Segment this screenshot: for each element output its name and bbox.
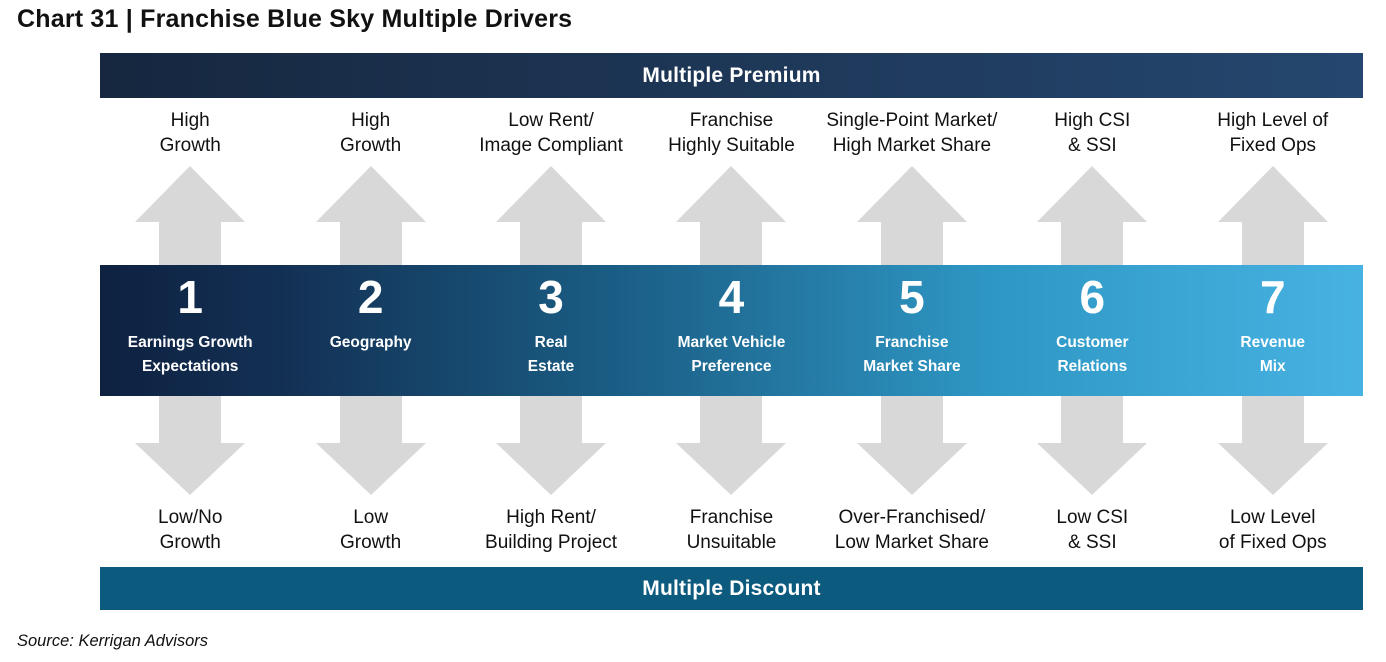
driver-name: Real Estate [527, 334, 575, 375]
driver-number: 7 [1259, 271, 1286, 323]
discount-label-text: Low/No Growth [158, 507, 223, 553]
premium-label: Franchise Highly Suitable [641, 100, 821, 166]
discount-label-text: Franchise Unsuitable [686, 507, 777, 553]
source-note: Source: Kerrigan Advisors [17, 632, 209, 650]
discount-label-text: Over-Franchised/ Low Market Share [834, 507, 989, 553]
discount-label: Over-Franchised/ Low Market Share [822, 497, 1002, 563]
premium-label-text: High Growth [159, 110, 221, 156]
arrow-cell [280, 166, 460, 265]
premium-label: High Growth [280, 100, 460, 166]
arrow-cell [461, 166, 641, 265]
discount-label-text: Low Growth [340, 507, 402, 553]
premium-label: Single-Point Market/ High Market Share [822, 100, 1002, 166]
premium-label-text: Single-Point Market/ High Market Share [826, 110, 998, 156]
up-arrows-row [100, 166, 1363, 265]
discount-label: Low Growth [280, 497, 460, 563]
down-arrow-icon [1037, 396, 1148, 495]
discount-label-text: High Rent/ Building Project [485, 507, 618, 553]
driver-number: 2 [357, 271, 384, 323]
driver-number: 5 [899, 271, 925, 323]
up-arrow-icon [1217, 166, 1328, 265]
driver-number: 4 [718, 271, 745, 323]
down-arrows-row [100, 396, 1363, 495]
down-arrow-icon [1217, 396, 1328, 495]
premium-label: High Level of Fixed Ops [1183, 100, 1363, 166]
driver-name: Customer Relations [1056, 334, 1129, 375]
arrow-cell [641, 396, 821, 495]
premium-label-text: High Growth [340, 110, 402, 156]
discount-label-text: Low CSI & SSI [1056, 507, 1129, 553]
driver-name: Franchise Market Share [863, 334, 961, 375]
discount-label: Franchise Unsuitable [641, 497, 821, 563]
premium-label-text: High CSI & SSI [1054, 110, 1131, 156]
arrow-cell [641, 166, 821, 265]
up-arrow-icon [676, 166, 787, 265]
multiple-discount-label: Multiple Discount [642, 576, 821, 600]
down-arrow-icon [676, 396, 787, 495]
down-arrow-icon [135, 396, 246, 495]
discount-label-text: Low Level of Fixed Ops [1218, 507, 1327, 553]
discount-label: Low Level of Fixed Ops [1183, 497, 1363, 563]
multiple-premium-label: Multiple Premium [642, 63, 821, 87]
premium-labels-row: High Growth High Growth Low Rent/ Image … [100, 100, 1363, 166]
premium-label-text: Franchise Highly Suitable [668, 110, 795, 156]
arrow-cell [461, 396, 641, 495]
driver-name: Revenue Mix [1240, 334, 1306, 375]
arrow-cell [100, 396, 280, 495]
premium-label-text: Low Rent/ Image Compliant [479, 110, 623, 156]
up-arrow-icon [315, 166, 426, 265]
arrow-cell [822, 166, 1002, 265]
multiple-discount-banner: Multiple Discount [100, 567, 1363, 610]
driver-number: 3 [538, 271, 564, 323]
discount-label: Low/No Growth [100, 497, 280, 563]
arrow-cell [822, 396, 1002, 495]
driver-name: Earnings Growth Expectations [127, 334, 253, 375]
arrow-cell [1183, 166, 1363, 265]
premium-label: Low Rent/ Image Compliant [461, 100, 641, 166]
up-arrow-icon [1037, 166, 1148, 265]
arrow-cell [1002, 166, 1182, 265]
discount-label: High Rent/ Building Project [461, 497, 641, 563]
chart-title: Chart 31 | Franchise Blue Sky Multiple D… [17, 5, 573, 33]
driver-name: Market Vehicle Preference [677, 334, 786, 375]
premium-label: High CSI & SSI [1002, 100, 1182, 166]
multiple-premium-banner: Multiple Premium [100, 53, 1363, 98]
discount-labels-row: Low/No Growth Low Growth High Rent/ Buil… [100, 497, 1363, 563]
down-arrow-icon [315, 396, 426, 495]
premium-label: High Growth [100, 100, 280, 166]
driver-number: 6 [1079, 271, 1106, 323]
up-arrow-icon [496, 166, 607, 265]
arrow-cell [280, 396, 460, 495]
driver-name: Geography [329, 334, 412, 351]
down-arrow-icon [496, 396, 607, 495]
arrow-cell [1002, 396, 1182, 495]
up-arrow-icon [856, 166, 967, 265]
up-arrow-icon [135, 166, 246, 265]
arrow-cell [1183, 396, 1363, 495]
driver-number: 1 [177, 271, 203, 323]
arrow-cell [100, 166, 280, 265]
premium-label-text: High Level of Fixed Ops [1217, 110, 1329, 156]
discount-label: Low CSI & SSI [1002, 497, 1182, 563]
down-arrow-icon [856, 396, 967, 495]
